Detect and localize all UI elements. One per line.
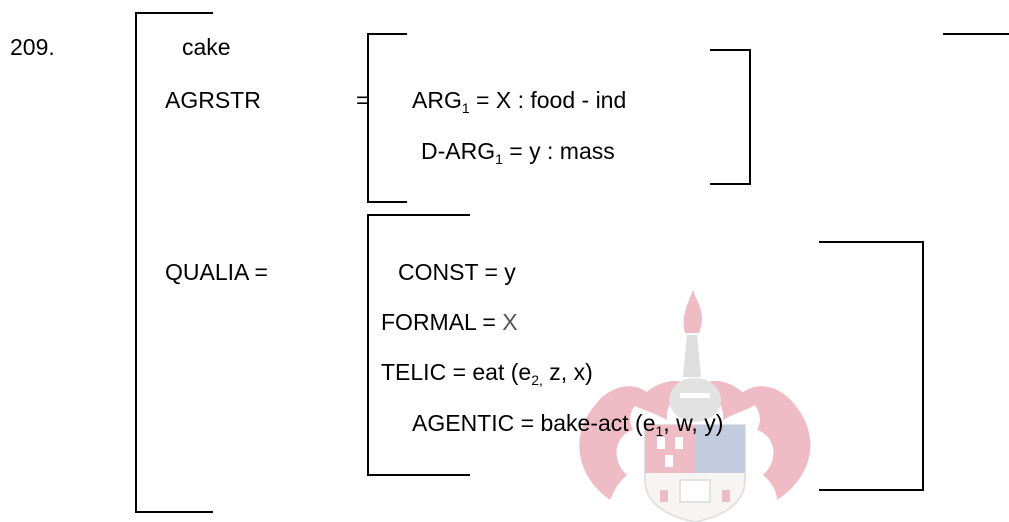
argstr-label: AGRSTR [165,87,261,113]
example-number: 209. [10,34,55,60]
qualia-const: CONST = y [398,259,516,285]
argstr-equals: = [356,87,370,113]
qualia-label: QUALIA = [165,259,268,285]
argstr-arg1: ARG1 = X : food - ind [412,87,627,116]
head-word: cake [182,34,231,60]
qualia-formal-value: X [502,309,518,335]
qualia-telic: TELIC = eat (e2, z, x) [381,359,593,388]
qualia-formal: FORMAL = X [381,309,518,335]
argstr-d-arg1: D-ARG1 = y : mass [421,138,615,167]
qualia-agentic: AGENTIC = bake-act (e1, w, y) [412,410,724,439]
university-crest-icon [579,290,811,522]
